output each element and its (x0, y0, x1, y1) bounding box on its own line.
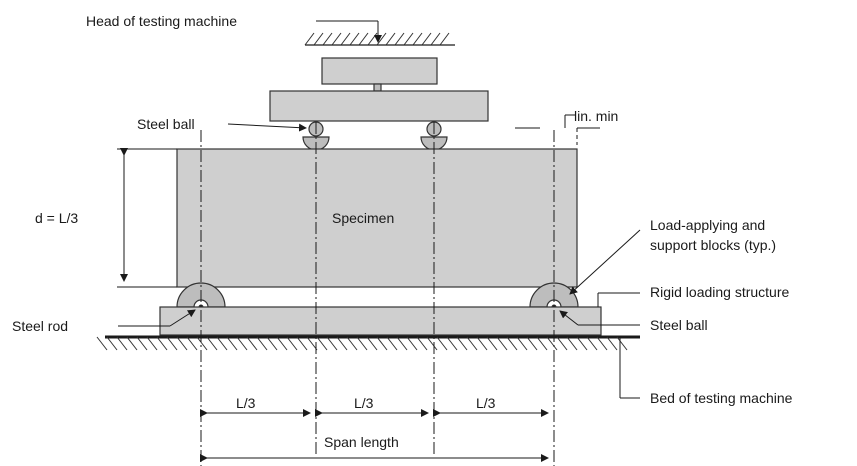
label-third-1: L/3 (236, 395, 256, 411)
head-hatching (304, 32, 450, 46)
rigid-loading-structure (159, 306, 602, 336)
label-third-2: L/3 (354, 395, 374, 411)
label-specimen: Specimen (332, 210, 394, 226)
label-rigid-loading-structure: Rigid loading structure (650, 284, 790, 300)
loading-stem (373, 83, 382, 92)
label-head-of-testing-machine: Head of testing machine (86, 13, 237, 29)
specimen (176, 148, 578, 288)
label-span-length: Span length (324, 434, 399, 450)
label-third-3: L/3 (476, 395, 496, 411)
load-distribution-beam (269, 90, 489, 122)
label-depth: d = L/3 (35, 210, 78, 226)
label-lin-min: lin. min (574, 108, 618, 124)
label-load-applying-blocks: Load-applying and (650, 217, 765, 233)
label-bed-of-testing-machine: Bed of testing machine (650, 390, 793, 406)
label-steel-rod: Steel rod (12, 318, 68, 334)
upper-loading-block (321, 57, 438, 85)
label-support-blocks: support blocks (typ.) (650, 237, 776, 253)
bed-hatching (96, 336, 628, 351)
machine-bed (96, 335, 640, 351)
depth-dimension (117, 148, 177, 288)
label-steel-ball-right: Steel ball (650, 317, 708, 333)
label-steel-ball-top: Steel ball (137, 116, 195, 132)
machine-head (304, 32, 455, 46)
leaders (118, 20, 641, 399)
